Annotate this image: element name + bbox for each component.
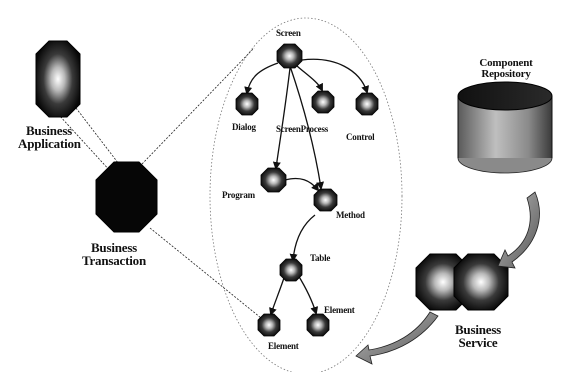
business-transaction-label: Business Transaction [74, 241, 154, 267]
component-repository-label-line2: Repository [481, 68, 531, 80]
decomposition-boundary [209, 17, 403, 372]
program-node-label: Program [222, 190, 255, 200]
component-repository-label: Component Repository [470, 58, 542, 80]
table-node-shape [279, 258, 303, 282]
component-repository-label-line1: Component [479, 57, 533, 69]
element-left-node-label: Element [268, 341, 299, 351]
business-service-label: Business Service [447, 323, 509, 349]
business-service-shape [415, 253, 509, 311]
dialog-node-shape [235, 92, 259, 116]
business-transaction-shape [95, 161, 158, 233]
control-node-shape [355, 92, 379, 116]
element-right-node-label: Element [324, 305, 355, 315]
business-service-label-line2: Service [458, 335, 498, 350]
business-transaction-label-line1: Business [90, 240, 138, 255]
method-node-shape [313, 188, 338, 212]
screen-node-shape [276, 43, 303, 69]
program-node-shape [260, 167, 287, 193]
element-left-node-shape [257, 313, 281, 337]
component-repository-shape [457, 81, 553, 174]
tree-edges [244, 58, 369, 316]
repository-to-service-arrow [497, 191, 540, 269]
screenprocess-node-label: ScreenProcess [276, 124, 329, 134]
business-transaction-label-line2: Transaction [81, 253, 146, 268]
screen-node-label: Screen [276, 28, 301, 38]
element-right-node-shape [306, 313, 330, 337]
tree-nodes [235, 43, 379, 337]
screenprocess-node-shape [311, 90, 335, 114]
control-node-label: Control [346, 132, 375, 142]
dialog-node-label: Dialog [232, 122, 256, 132]
business-service-label-line1: Business [454, 322, 502, 337]
table-node-label: Table [310, 253, 331, 263]
business-application-shape [35, 40, 81, 118]
service-to-output-arrow [355, 311, 439, 365]
business-application-label-line2: Application [18, 136, 81, 151]
business-application-label: Business Application [18, 123, 81, 151]
method-node-label: Method [336, 210, 365, 220]
relationship-lines [57, 47, 267, 323]
business-application-label-line1: Business [25, 123, 73, 138]
